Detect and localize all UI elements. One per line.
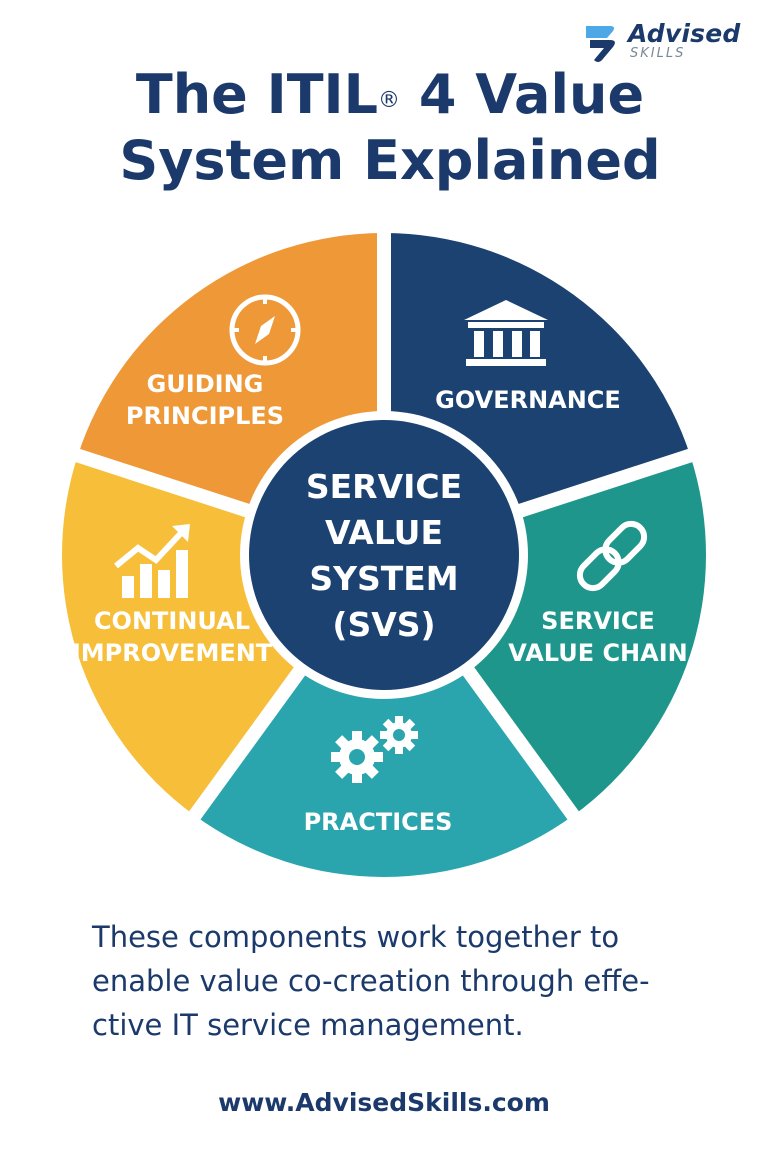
- caption-line-1: These components work together to: [92, 920, 620, 954]
- building-icon: [464, 300, 548, 366]
- compass-icon: [229, 294, 301, 366]
- page-title: The ITIL® 4 Value System Explained: [40, 62, 740, 194]
- caption-line-3: ctive IT service management.: [92, 1008, 524, 1042]
- growth-chart-icon: [114, 524, 190, 598]
- website-link[interactable]: www.AdvisedSkills.com: [218, 1088, 550, 1117]
- segment-practices: [194, 555, 574, 878]
- brand-sub: SKILLS: [630, 46, 686, 61]
- label-governance: GOVERNANCE: [435, 386, 621, 414]
- brand-logo: Advised SKILLS: [580, 18, 760, 68]
- caption-text: These components work together to enable…: [92, 915, 712, 1047]
- registered-mark: ®: [378, 88, 401, 113]
- advised-skills-logo-mark-icon: [586, 26, 615, 62]
- brand-name: Advised: [628, 19, 741, 48]
- caption-line-2: enable value co-creation through effe-: [92, 964, 650, 998]
- title-line-1: The ITIL® 4 Value: [135, 63, 645, 126]
- title-line-2: System Explained: [119, 129, 661, 192]
- gears-icon: [331, 716, 418, 783]
- chain-link-icon: [576, 520, 648, 592]
- label-practices: PRACTICES: [304, 808, 453, 836]
- hub-circle: [249, 420, 519, 690]
